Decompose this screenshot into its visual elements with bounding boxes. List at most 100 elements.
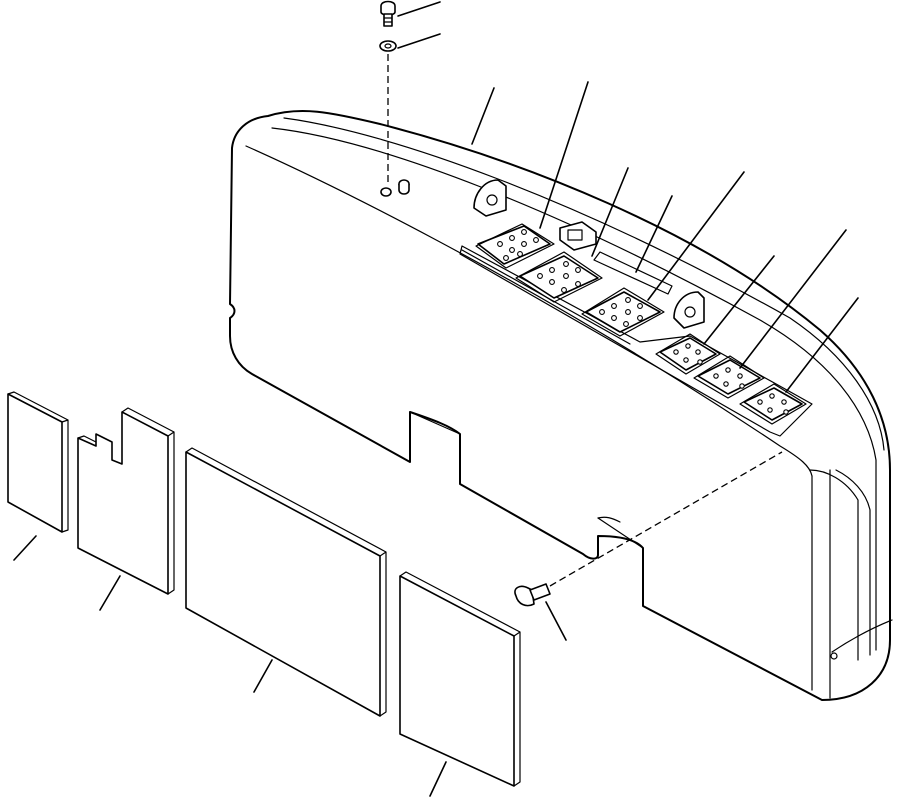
mounting-plate xyxy=(459,179,813,437)
leader-washer xyxy=(397,33,441,49)
leader-pad-c xyxy=(647,171,745,301)
insulation-pad-2 xyxy=(77,407,175,595)
notch-left-edge xyxy=(409,411,461,435)
diagram-stroke xyxy=(521,229,527,235)
clip-axis xyxy=(549,451,783,587)
diagram-stroke xyxy=(713,373,719,379)
diagram-stroke xyxy=(637,315,643,321)
diagram-stroke xyxy=(497,241,503,247)
leader-pad-e xyxy=(739,229,847,369)
lug-hole-2 xyxy=(684,306,696,318)
counterweight-outline xyxy=(229,109,891,701)
diagram-stroke xyxy=(611,315,617,321)
diagram-stroke xyxy=(581,287,665,337)
diagram-stroke xyxy=(623,321,629,327)
diagram-stroke xyxy=(383,13,393,27)
diagram-stroke xyxy=(683,357,689,363)
diagram-stroke xyxy=(575,267,581,273)
diagram-stroke xyxy=(599,309,605,315)
pad-b xyxy=(515,251,603,303)
diagram-stroke xyxy=(503,255,509,261)
hole-2 xyxy=(380,187,392,197)
washer-icon xyxy=(379,40,397,52)
diagram-stroke xyxy=(537,273,543,279)
pad-f xyxy=(739,383,807,425)
insulation-pad-1 xyxy=(7,391,69,533)
leader-block xyxy=(635,195,673,273)
diagram-stroke xyxy=(563,273,569,279)
diagram-stroke xyxy=(549,267,555,273)
leader-pad-d xyxy=(703,255,775,345)
diagram-stroke xyxy=(659,337,717,371)
diagram-stroke xyxy=(7,393,63,533)
diagram-stroke xyxy=(655,333,721,375)
diagram-stroke xyxy=(767,407,773,413)
diagram-stroke xyxy=(757,399,763,405)
bolt-pads xyxy=(475,223,807,425)
insulation-pad-3 xyxy=(185,447,387,717)
lug-hole-1 xyxy=(486,194,498,206)
shoulder-ring-3 xyxy=(809,469,859,661)
diagram-stroke xyxy=(77,411,169,595)
clip xyxy=(514,583,551,607)
diagram-stroke xyxy=(783,409,789,415)
leader-pad-b xyxy=(591,167,629,257)
pad-d xyxy=(655,333,721,375)
leader-insulation-1 xyxy=(13,535,37,561)
diagram-stroke xyxy=(509,247,515,253)
diagram-stroke xyxy=(575,281,581,287)
diagram-stroke xyxy=(384,43,392,49)
diagram-stroke xyxy=(697,359,703,365)
diagram-stroke xyxy=(185,451,381,717)
diagram-stroke xyxy=(585,291,661,333)
diagram-stroke xyxy=(77,407,175,595)
diagram-stroke xyxy=(477,225,551,265)
diagram-stroke xyxy=(685,343,691,349)
notch-right-top xyxy=(597,516,621,523)
pad-e xyxy=(693,355,765,399)
pad-c xyxy=(581,287,665,337)
bolt xyxy=(380,0,396,27)
diagram-stroke xyxy=(517,251,523,257)
diagram-stroke xyxy=(637,303,643,309)
diagram-stroke xyxy=(673,349,679,355)
diagram-stroke xyxy=(521,241,527,247)
diagram-stroke xyxy=(693,355,765,399)
diagram-stroke xyxy=(185,447,387,717)
diagram-stroke xyxy=(563,261,569,267)
diagram-stroke xyxy=(561,287,567,293)
counterweight xyxy=(229,109,893,701)
diagram-stroke xyxy=(533,237,539,243)
pad-a xyxy=(475,223,555,269)
diagram-stroke xyxy=(781,399,787,405)
leader-pad-f xyxy=(785,297,859,393)
leader-insulation-4 xyxy=(429,761,447,797)
notch-right-edge xyxy=(597,517,644,549)
bottom-lip xyxy=(831,619,893,653)
diagram-stroke xyxy=(475,223,555,269)
leader-pad-a xyxy=(539,81,589,229)
top-holes xyxy=(380,179,410,197)
shoulder-ring-2 xyxy=(283,117,885,451)
diagram-stroke xyxy=(769,393,775,399)
lip-end xyxy=(830,652,838,660)
bolt-icon xyxy=(380,0,396,16)
leader-clip xyxy=(545,601,567,641)
leader-lines xyxy=(13,1,859,797)
washer xyxy=(379,40,397,52)
diagram-stroke xyxy=(549,279,555,285)
shoulder-ring-1 xyxy=(271,127,877,651)
lifting-lug-1 xyxy=(473,179,507,217)
diagram-stroke xyxy=(399,571,521,787)
diagram-stroke xyxy=(611,303,617,309)
diagram-stroke xyxy=(737,373,743,379)
diagram-stroke xyxy=(695,349,701,355)
lifting-lug-2 xyxy=(673,291,705,329)
diagram-stroke xyxy=(723,381,729,387)
shoulder-ring-4 xyxy=(835,469,871,656)
diagram-stroke xyxy=(725,367,731,373)
hole-1-wall xyxy=(398,184,410,195)
diagram-stroke xyxy=(739,383,745,389)
diagram-stroke xyxy=(529,583,551,601)
